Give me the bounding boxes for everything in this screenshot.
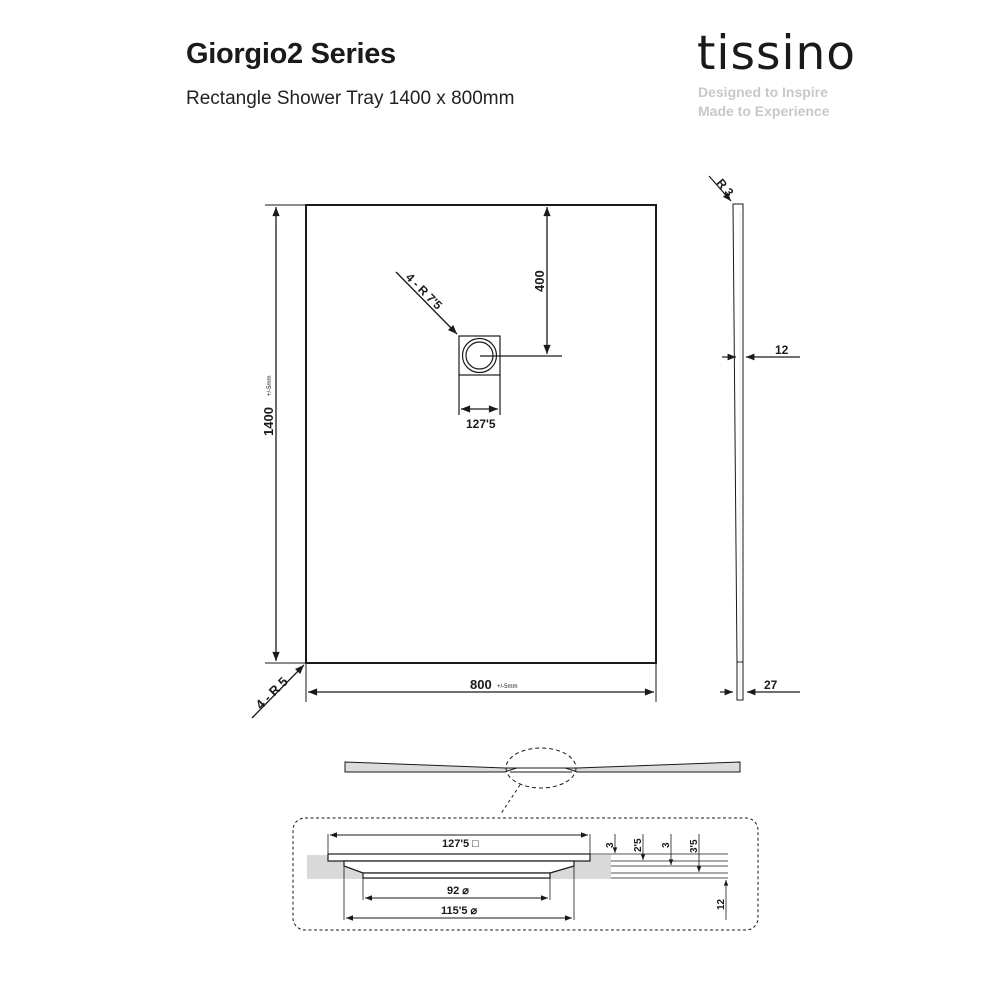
tray-outline xyxy=(305,204,657,664)
top-square-label: 127'5 □ xyxy=(442,838,479,850)
page-subtitle: Rectangle Shower Tray 1400 x 800mm xyxy=(186,88,515,109)
detail-view: 127'5 □ 92 ⌀ 115'5 ⌀ 3 2'5 3 3'5 12 xyxy=(292,817,759,931)
waste-size-label: 127'5 xyxy=(466,417,496,431)
page-title: Giorgio2 Series xyxy=(186,38,396,70)
section-view xyxy=(344,747,741,816)
brand-tagline-2: Made to Experience xyxy=(698,103,830,119)
length-label: 1400 xyxy=(261,407,276,436)
plan-view: 1400 +/-5mm 800 +/-5mm 4 - R 5 400 4 - R… xyxy=(251,204,657,719)
side-view: R 3 12 27 xyxy=(708,175,800,701)
width-label: 800 xyxy=(470,677,492,692)
total-height-label: 12 xyxy=(716,898,727,910)
layer-dim-2: 2'5 xyxy=(633,838,644,852)
corner-radius-label: 4 - R 5 xyxy=(253,674,291,712)
layer-dim-4: 3'5 xyxy=(689,839,700,853)
top-radius-label: R 3 xyxy=(714,176,737,200)
thin-edge-label: 12 xyxy=(775,343,789,357)
brand-tagline-1: Designed to Inspire xyxy=(698,84,828,100)
waste-distance-label: 400 xyxy=(532,270,547,292)
outer-diameter-label: 115'5 ⌀ xyxy=(441,905,478,917)
layer-dim-3: 3 xyxy=(661,842,672,848)
brand-logo: tissino xyxy=(697,26,857,81)
layer-dim-1: 3 xyxy=(605,842,616,848)
thick-edge-label: 27 xyxy=(764,678,778,692)
inner-diameter-label: 92 ⌀ xyxy=(447,885,469,897)
width-tolerance: +/-5mm xyxy=(497,684,518,690)
length-tolerance: +/-5mm xyxy=(267,375,273,396)
